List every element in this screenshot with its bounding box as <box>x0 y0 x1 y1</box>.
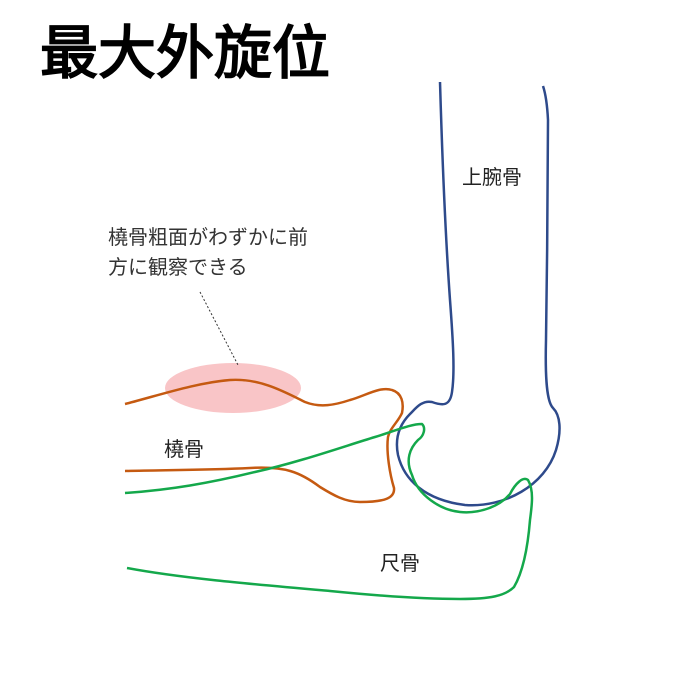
radial-tuberosity-highlight <box>165 363 301 413</box>
radius-label: 橈骨 <box>164 437 204 461</box>
annotation-leader-line <box>199 291 239 366</box>
ulna-label: 尺骨 <box>380 551 420 575</box>
humerus-label: 上腕骨 <box>462 165 522 189</box>
annotation-line-2: 方に観察できる <box>108 255 248 279</box>
radius-outline <box>124 378 404 504</box>
humerus-outline <box>395 81 561 507</box>
page-title: 最大外旋位 <box>40 19 331 87</box>
annotation-line-1: 橈骨粗面がわずかに前 <box>108 225 308 249</box>
ulna-outline <box>124 422 534 601</box>
annotation-text: 橈骨粗面がわずかに前 方に観察できる <box>108 222 308 282</box>
